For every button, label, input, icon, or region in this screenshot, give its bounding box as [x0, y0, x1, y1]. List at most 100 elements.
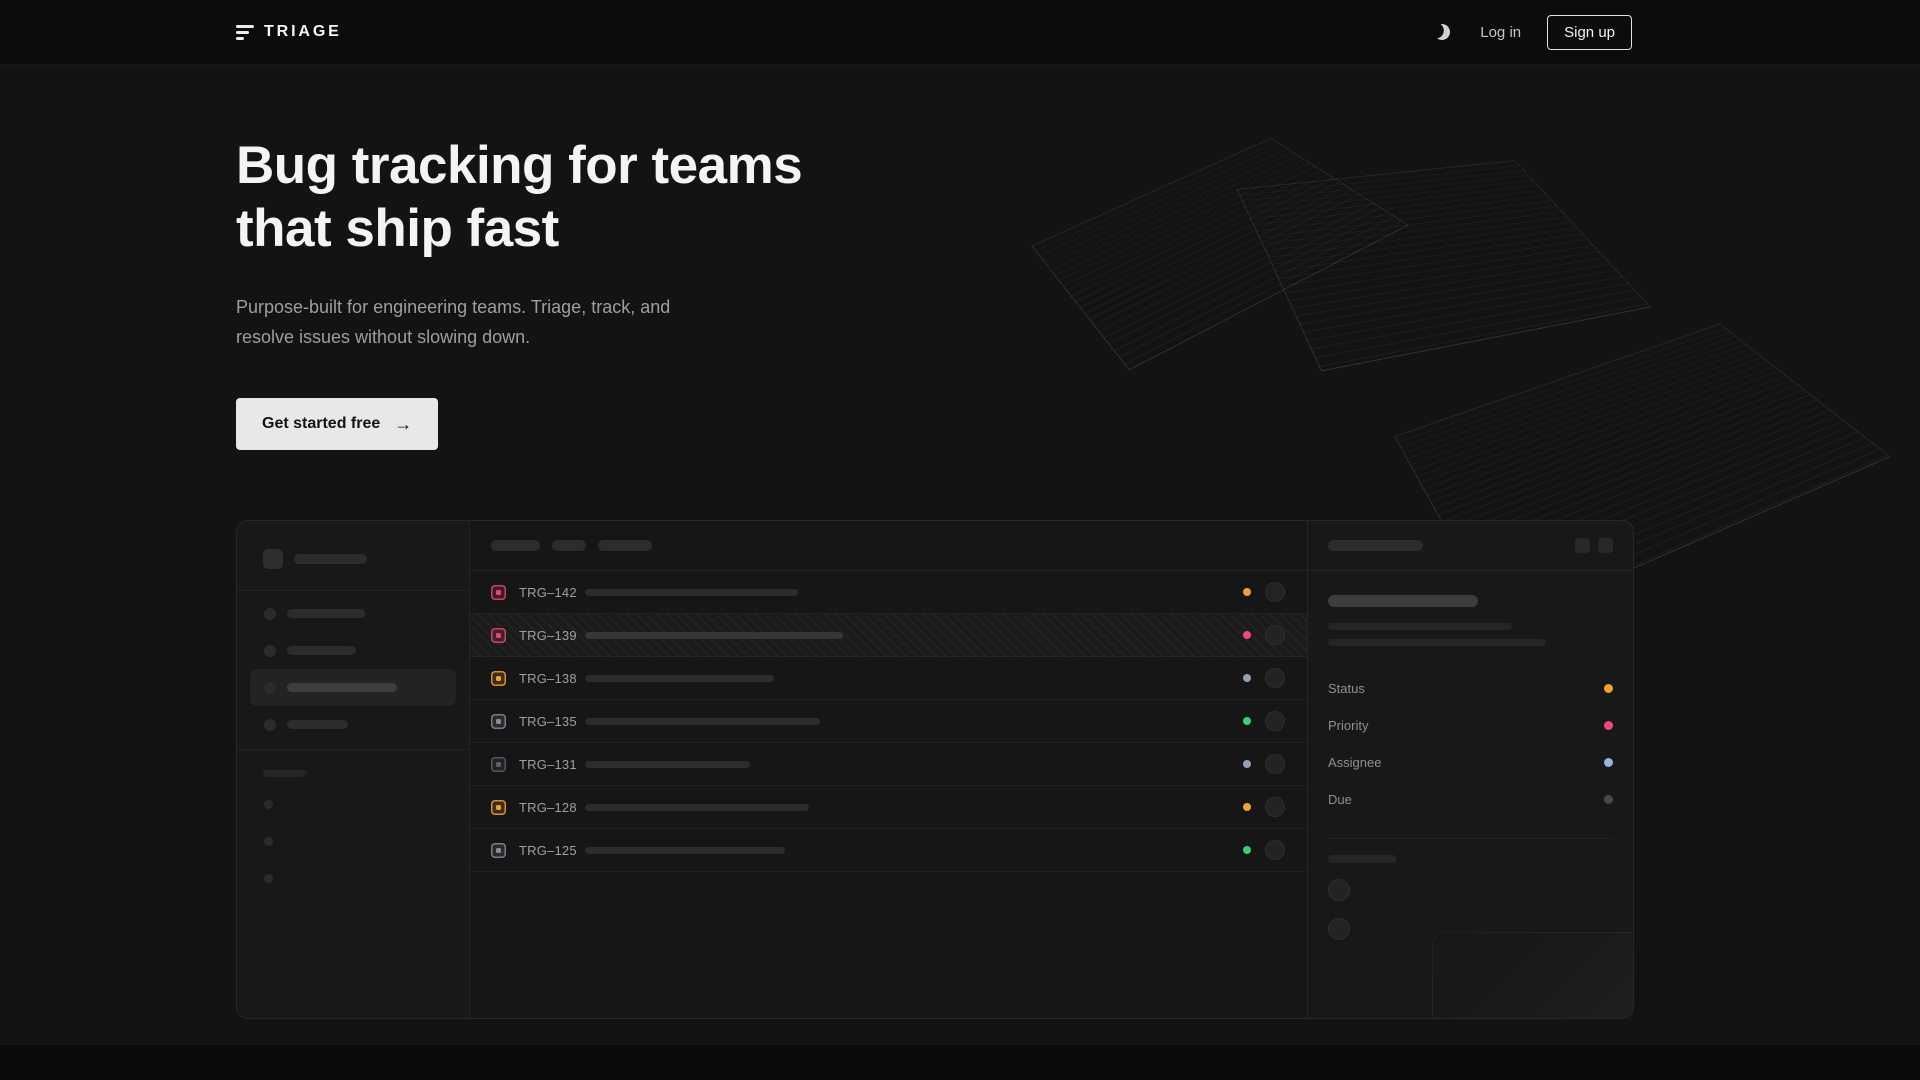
- preview-list-toolbar: [470, 521, 1307, 572]
- preview-detail-panel: Status Priority Assignee Due: [1307, 521, 1633, 1019]
- get-started-button[interactable]: Get started free →: [236, 398, 439, 451]
- issue-id: TRG–135: [519, 713, 577, 729]
- moon-icon: [1432, 21, 1453, 42]
- issue-id: TRG–131: [519, 756, 577, 772]
- issue-id: TRG–125: [519, 842, 577, 858]
- property-value-dot: [1604, 758, 1613, 768]
- issue-description-skeleton: [1328, 639, 1546, 647]
- issue-priority-icon: [491, 842, 506, 858]
- property-row: Due: [1328, 781, 1613, 818]
- property-label: Status: [1328, 681, 1365, 697]
- issue-avatar: [1265, 711, 1285, 732]
- issue-id: TRG–138: [519, 670, 577, 686]
- property-value-dot: [1604, 795, 1613, 805]
- issue-status-dot: [1243, 588, 1251, 597]
- detail-panel-header: [1308, 521, 1633, 572]
- sidebar-item-skeleton: [250, 595, 456, 632]
- sidebar-item-skeleton: [250, 632, 456, 669]
- issue-id: TRG–128: [519, 799, 577, 815]
- property-row: Assignee: [1328, 744, 1613, 781]
- issue-title-skeleton: [585, 846, 785, 854]
- sidebar-nav-skeleton: [237, 595, 469, 743]
- preview-sidebar-header: [237, 549, 469, 570]
- issue-row: TRG–138: [470, 657, 1307, 701]
- issue-status-dot: [1243, 760, 1251, 769]
- sidebar-item-skeleton: [250, 706, 456, 743]
- issue-row: TRG–135: [470, 700, 1307, 744]
- sidebar-divider: [237, 749, 469, 751]
- detail-action-skeleton: [1598, 538, 1613, 554]
- issue-priority-icon: [491, 799, 506, 815]
- issue-title-skeleton: [1328, 595, 1478, 608]
- sidebar-footer-dots: [264, 800, 469, 884]
- issue-row: TRG–139: [470, 614, 1307, 658]
- issue-priority-icon: [491, 670, 506, 686]
- issue-status-dot: [1243, 631, 1251, 640]
- get-started-label: Get started free: [262, 415, 381, 433]
- detail-title-skeleton: [1328, 540, 1423, 552]
- brand[interactable]: TRIAGE: [236, 23, 342, 41]
- property-row: Priority: [1328, 707, 1613, 744]
- issue-avatar: [1265, 625, 1285, 646]
- issue-title-skeleton: [585, 803, 809, 811]
- issue-id: TRG–139: [519, 627, 577, 643]
- issue-title-skeleton: [585, 717, 820, 725]
- toolbar-filter-skeleton: [552, 540, 586, 552]
- issue-title-skeleton: [585, 588, 798, 596]
- sidebar-dot-skeleton: [264, 800, 273, 810]
- issue-priority-icon: [491, 627, 506, 643]
- arrow-right-icon: →: [394, 414, 413, 435]
- detail-properties: Status Priority Assignee Due: [1328, 670, 1613, 818]
- issue-avatar: [1265, 668, 1285, 689]
- navbar: TRIAGE Log in Sign up: [0, 0, 1920, 65]
- sidebar-item-skeleton-active: [250, 669, 456, 707]
- sidebar-dot-skeleton: [264, 874, 273, 884]
- issue-avatar: [1265, 797, 1285, 818]
- toolbar-filter-skeleton: [598, 540, 652, 552]
- detail-panel-body: Status Priority Assignee Due: [1308, 571, 1633, 941]
- issue-title-skeleton: [585, 674, 774, 682]
- issue-status-dot: [1243, 717, 1251, 726]
- issue-avatar: [1265, 582, 1285, 603]
- theme-toggle-button[interactable]: [1430, 20, 1454, 44]
- issue-id: TRG–142: [519, 584, 577, 600]
- toolbar-filter-skeleton: [491, 540, 540, 552]
- property-row: Status: [1328, 670, 1613, 707]
- issue-priority-icon: [491, 756, 506, 772]
- issue-priority-icon: [491, 713, 506, 729]
- avatar-skeleton: [1328, 879, 1350, 902]
- brand-name: TRIAGE: [264, 23, 342, 40]
- signup-button[interactable]: Sign up: [1547, 14, 1632, 50]
- detail-action-skeleton: [1575, 538, 1590, 554]
- issue-avatar: [1265, 754, 1285, 775]
- detail-divider: [1328, 838, 1613, 840]
- activity-label-skeleton: [1328, 855, 1397, 864]
- detail-corner-glow: [1432, 932, 1633, 1019]
- issue-row: TRG–125: [470, 829, 1307, 873]
- avatar-skeleton: [1328, 918, 1350, 941]
- preview-issue-list-column: TRG–142 TRG–139 TRG–138 TRG–135 TRG–131 …: [470, 521, 1307, 1018]
- preview-sidebar: [237, 521, 470, 1019]
- issue-status-dot: [1243, 846, 1251, 855]
- issue-row: TRG–131: [470, 743, 1307, 787]
- sidebar-item-icon-skeleton: [264, 644, 276, 657]
- issue-row: TRG–142: [470, 571, 1307, 615]
- issue-title-skeleton: [585, 631, 843, 639]
- login-link[interactable]: Log in: [1480, 23, 1522, 41]
- issue-status-dot: [1243, 674, 1251, 683]
- property-label: Priority: [1328, 718, 1369, 734]
- hero-subtitle: Purpose-built for engineering teams. Tri…: [236, 297, 671, 348]
- workspace-name-skeleton: [294, 554, 367, 565]
- property-label: Assignee: [1328, 755, 1382, 771]
- property-label: Due: [1328, 792, 1352, 808]
- navbar-actions: Log in Sign up: [1430, 14, 1632, 50]
- issue-status-dot: [1243, 803, 1251, 812]
- footer: [0, 1044, 1920, 1080]
- sidebar-item-icon-skeleton: [264, 718, 276, 731]
- property-value-dot: [1604, 684, 1613, 694]
- issue-description-skeleton: [1328, 623, 1512, 631]
- sidebar-item-icon-skeleton: [264, 681, 276, 694]
- app-preview-panel: TRG–142 TRG–139 TRG–138 TRG–135 TRG–131 …: [236, 520, 1634, 1020]
